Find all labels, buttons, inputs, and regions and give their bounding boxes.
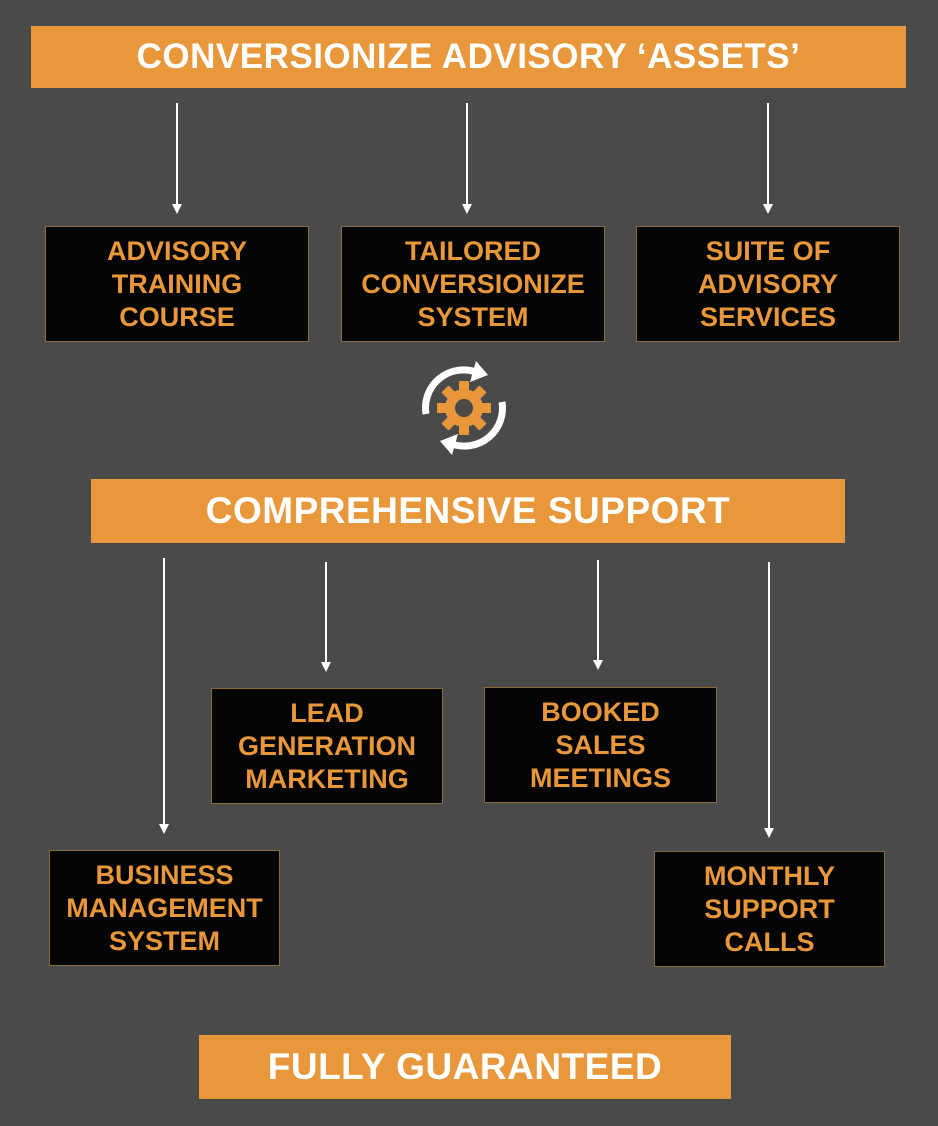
support-line: MARKETING <box>245 763 409 794</box>
asset-line: CONVERSIONIZE <box>361 268 585 299</box>
asset-box-training-course: ADVISORY TRAINING COURSE <box>45 226 309 342</box>
gear-cycle-icon <box>422 361 506 455</box>
asset-line: SUITE OF <box>705 235 831 266</box>
asset-line: TAILORED <box>405 235 541 266</box>
asset-line: COURSE <box>119 301 235 332</box>
top-banner: CONVERSIONIZE ADVISORY ‘ASSETS’ <box>31 26 906 88</box>
asset-line: ADVISORY <box>106 235 248 266</box>
support-banner-title: COMPREHENSIVE SUPPORT <box>205 490 731 531</box>
support-line: SYSTEM <box>108 925 221 956</box>
asset-line: ADVISORY <box>697 268 839 299</box>
asset-line: TRAINING <box>111 268 243 299</box>
bottom-banner: FULLY GUARANTEED <box>199 1035 731 1099</box>
support-line: MEETINGS <box>529 762 671 793</box>
support-box-lead-generation: LEAD GENERATION MARKETING <box>211 688 443 804</box>
support-line: SALES <box>555 729 646 760</box>
support-box-booked-sales: BOOKED SALES MEETINGS <box>484 687 717 803</box>
support-line: LEAD <box>290 697 364 728</box>
support-line: BUSINESS <box>95 859 234 890</box>
asset-box-conversionize-system: TAILORED CONVERSIONIZE SYSTEM <box>341 226 605 342</box>
support-banner: COMPREHENSIVE SUPPORT <box>91 479 845 543</box>
support-line: SUPPORT <box>704 893 835 924</box>
bottom-banner-title: FULLY GUARANTEED <box>267 1046 663 1087</box>
support-line: MANAGEMENT <box>66 892 263 923</box>
support-line: GENERATION <box>237 730 416 761</box>
support-line: BOOKED <box>541 696 660 727</box>
top-banner-title: CONVERSIONIZE ADVISORY ‘ASSETS’ <box>136 37 801 76</box>
asset-line: SERVICES <box>699 301 837 332</box>
support-line: CALLS <box>724 926 815 957</box>
support-line: MONTHLY <box>703 860 835 891</box>
asset-box-advisory-services: SUITE OF ADVISORY SERVICES <box>636 226 900 342</box>
support-box-business-management: BUSINESS MANAGEMENT SYSTEM <box>49 850 280 966</box>
asset-line: SYSTEM <box>417 301 529 332</box>
support-box-monthly-support: MONTHLY SUPPORT CALLS <box>654 851 885 967</box>
